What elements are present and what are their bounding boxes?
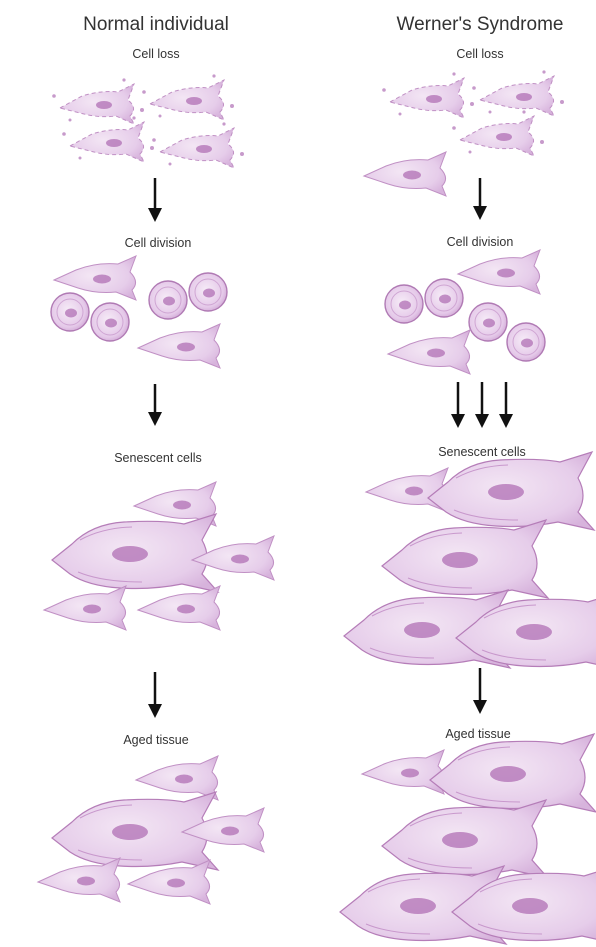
- normal-cell-loss-cells: [52, 74, 244, 168]
- normal-arrow-1: [148, 178, 162, 222]
- werner-arrows-accelerated: [451, 382, 513, 428]
- normal-senescent-cells: [44, 482, 274, 630]
- normal-stage-label-senescent: Senescent cells: [114, 451, 202, 465]
- werner-cell-loss-cells: [364, 70, 564, 196]
- normal-stage-label-cell-loss: Cell loss: [132, 47, 179, 61]
- column-title-normal: Normal individual: [83, 14, 229, 35]
- werner-stage-label-aged-tissue: Aged tissue: [445, 727, 510, 741]
- normal-stage-label-aged-tissue: Aged tissue: [123, 733, 188, 747]
- normal-arrow-3: [148, 672, 162, 718]
- werner-stage-label-senescent: Senescent cells: [438, 445, 526, 459]
- werner-aged-tissue-cells: [340, 734, 596, 944]
- normal-aged-tissue-cells: [38, 756, 264, 904]
- werner-arrow-1: [473, 178, 487, 220]
- werner-cell-division-cells: [385, 250, 545, 374]
- normal-cell-division-cells: [51, 256, 227, 368]
- werner-senescent-cells: [344, 452, 596, 670]
- column-title-werner: Werner's Syndrome: [397, 14, 564, 35]
- normal-stage-label-cell-division: Cell division: [125, 236, 192, 250]
- werner-stage-label-cell-division: Cell division: [447, 235, 514, 249]
- normal-arrow-2: [148, 384, 162, 426]
- werner-arrow-3: [473, 668, 487, 714]
- werner-stage-label-cell-loss: Cell loss: [456, 47, 503, 61]
